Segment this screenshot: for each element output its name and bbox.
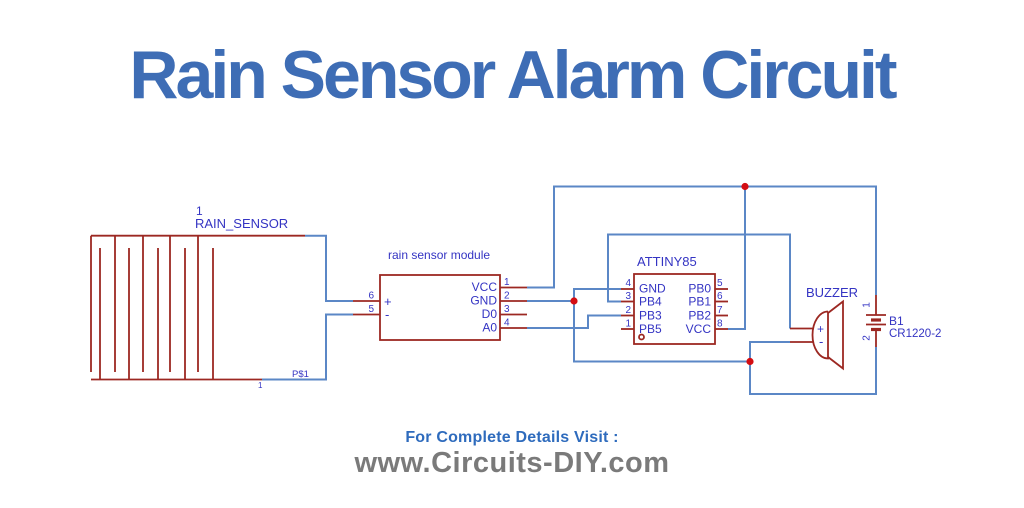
junction-dots <box>570 182 754 366</box>
sensor-pad-number: 1 <box>258 381 263 390</box>
sensor-name: RAIN_SENSOR <box>195 216 288 231</box>
wire-sensor-plus <box>305 234 353 302</box>
wire-gnd-down <box>573 301 750 363</box>
sensor-designator: 1 <box>196 204 203 218</box>
mcu-pin-number: 7 <box>717 305 723 316</box>
battery-pin1-number: 1 <box>862 302 873 308</box>
mcu-pin1-marker <box>638 333 645 341</box>
module-name: rain sensor module <box>388 248 490 262</box>
wire-mcu-vcc-riser <box>728 186 746 330</box>
mcu-symbol: ATTINY85 4 3 2 1 GND PB4 PB3 PB5 PB0 <box>621 254 728 345</box>
mcu-pin-label: VCC <box>686 322 712 336</box>
mcu-pin-number: 1 <box>625 319 631 330</box>
battery-symbol: 1 2 B1 CR1220-2 <box>862 295 941 347</box>
mcu-pin-number: 8 <box>717 319 723 330</box>
page-title: Rain Sensor Alarm Circuit <box>129 37 897 113</box>
module-pin-number: 3 <box>504 304 510 315</box>
mcu-pin-label: PB0 <box>688 282 711 296</box>
module-minus-label: - <box>385 307 389 322</box>
mcu-pin-label: PB4 <box>639 295 662 309</box>
mcu-pin-number: 2 <box>625 305 631 316</box>
mcu-pin-label: PB1 <box>688 295 711 309</box>
module-box <box>379 274 501 341</box>
junction-dot-gnd <box>570 297 578 305</box>
battery-designator: B1 <box>889 314 904 328</box>
module-plus-label: + <box>384 294 392 309</box>
wire-a0-pb3 <box>527 314 621 329</box>
footer-website-url: www.Circuits-DIY.com <box>354 447 670 479</box>
rain-sensor-symbol: 1 RAIN_SENSOR P$1 1 <box>90 204 309 390</box>
wires <box>262 185 877 395</box>
battery-pin2-number: 2 <box>862 335 873 341</box>
mcu-box <box>633 273 716 345</box>
junction-dot-bottom <box>746 357 754 366</box>
buzzer-symbol: BUZZER + - <box>790 285 858 371</box>
battery-value: CR1220-2 <box>889 328 941 340</box>
module-pin-label: GND <box>470 294 497 308</box>
wire-pb4-buzzer <box>607 233 791 329</box>
module-pin-number: 2 <box>504 291 510 302</box>
wire-buzzer-minus <box>749 341 790 362</box>
buzzer-body <box>811 310 829 360</box>
mcu-pin-label: PB2 <box>688 309 711 323</box>
module-pin-number: 4 <box>504 318 510 329</box>
wire-sensor-minus <box>262 313 353 381</box>
module-pin-label: A0 <box>482 321 497 335</box>
mcu-pin-number: 5 <box>717 278 723 289</box>
mcu-pin-number: 3 <box>625 291 631 302</box>
module-pin-label: VCC <box>472 280 498 294</box>
module-pin-number: 1 <box>504 277 510 288</box>
buzzer-cone <box>827 299 844 371</box>
junction-dot-vcc <box>741 182 749 191</box>
buzzer-name: BUZZER <box>806 285 858 300</box>
mcu-pin-number: 4 <box>625 278 631 289</box>
mcu-name: ATTINY85 <box>637 254 697 269</box>
sensor-pad-label: P$1 <box>292 369 309 380</box>
mcu-pin-label: PB5 <box>639 322 662 336</box>
module-pin-number: 5 <box>368 304 374 315</box>
wire-vcc-rail <box>527 185 877 295</box>
mcu-pin-label: PB3 <box>639 309 662 323</box>
wire-module-gnd <box>527 288 621 302</box>
wire-battery-minus <box>749 347 877 395</box>
mcu-pin-label: GND <box>639 282 666 296</box>
mcu-pin-number: 6 <box>717 291 723 302</box>
footer-visit-text: For Complete Details Visit : <box>405 429 619 446</box>
buzzer-plus-label: + <box>817 322 824 336</box>
buzzer-minus-label: - <box>819 334 823 349</box>
module-pin-label: D0 <box>482 307 498 321</box>
rain-sensor-module-symbol: rain sensor module VCC GND D0 A0 1 2 3 4… <box>353 248 527 341</box>
module-pin-number: 6 <box>368 291 374 302</box>
